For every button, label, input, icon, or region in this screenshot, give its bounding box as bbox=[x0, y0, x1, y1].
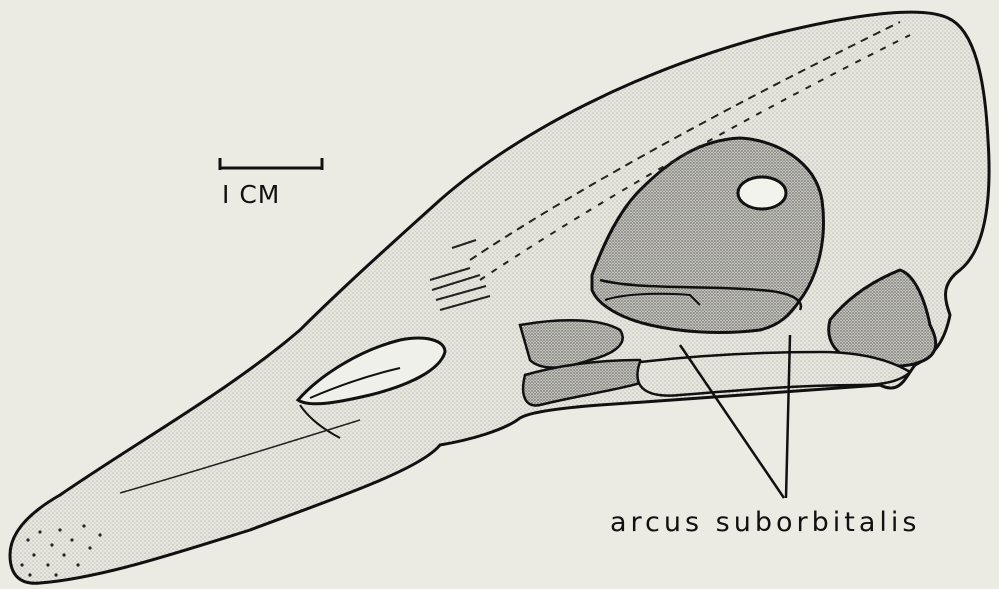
scale-bar-label: I CM bbox=[222, 180, 280, 209]
orbital-foramen bbox=[738, 177, 786, 209]
annotation-label: arcus suborbitalis bbox=[610, 507, 920, 538]
